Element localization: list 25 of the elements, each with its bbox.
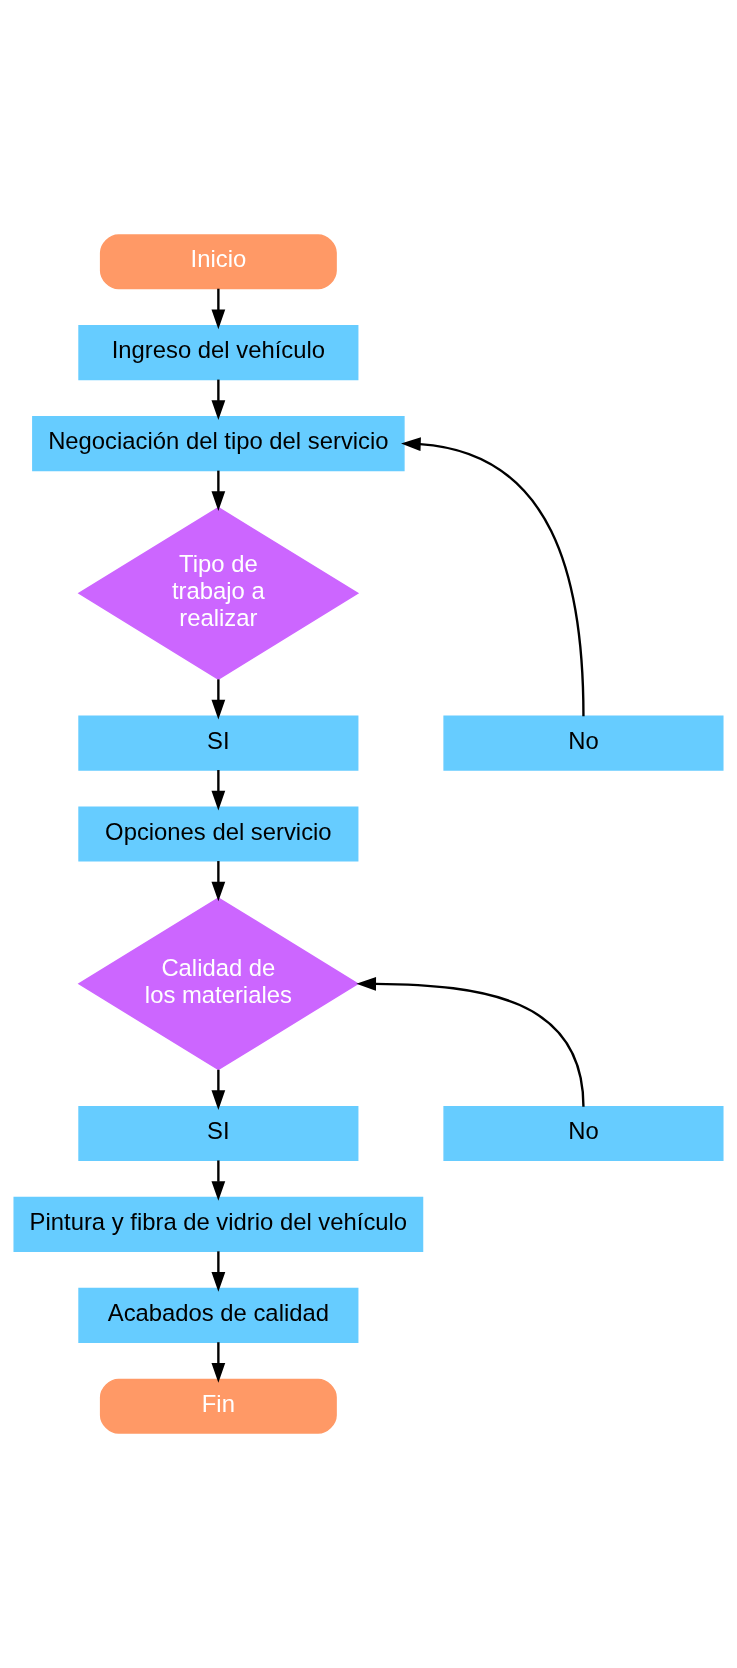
node-diamond: Tipo de trabajo a realizar (77, 506, 360, 680)
node-box: Ingreso del vehículo (78, 325, 359, 381)
node-box: Inicio (99, 234, 337, 290)
arrow (211, 1251, 226, 1292)
node-box: Acabados de calidad (78, 1287, 359, 1343)
arrow (211, 470, 226, 511)
node-box: SI (78, 1105, 359, 1162)
arrow (211, 1342, 226, 1383)
arrow (211, 679, 226, 720)
arrow (401, 437, 585, 717)
node-box: SI (78, 715, 359, 771)
node-box: Negociación del tipo del servicio (32, 416, 405, 472)
arrow (211, 1160, 226, 1201)
node-box: No (443, 715, 724, 771)
arrow (211, 770, 226, 811)
arrow (211, 1069, 226, 1110)
node-box: Opciones del servicio (78, 806, 359, 862)
node-box: Pintura y fibra de vidrio del vehículo (13, 1196, 424, 1252)
arrow (211, 288, 226, 330)
arrow (211, 379, 226, 421)
node-diamond: Calidad de los materiales (77, 897, 360, 1071)
node-box: No (443, 1105, 724, 1162)
arrow (356, 976, 585, 1107)
node-box: Fin (99, 1378, 337, 1434)
arrow (211, 861, 226, 902)
